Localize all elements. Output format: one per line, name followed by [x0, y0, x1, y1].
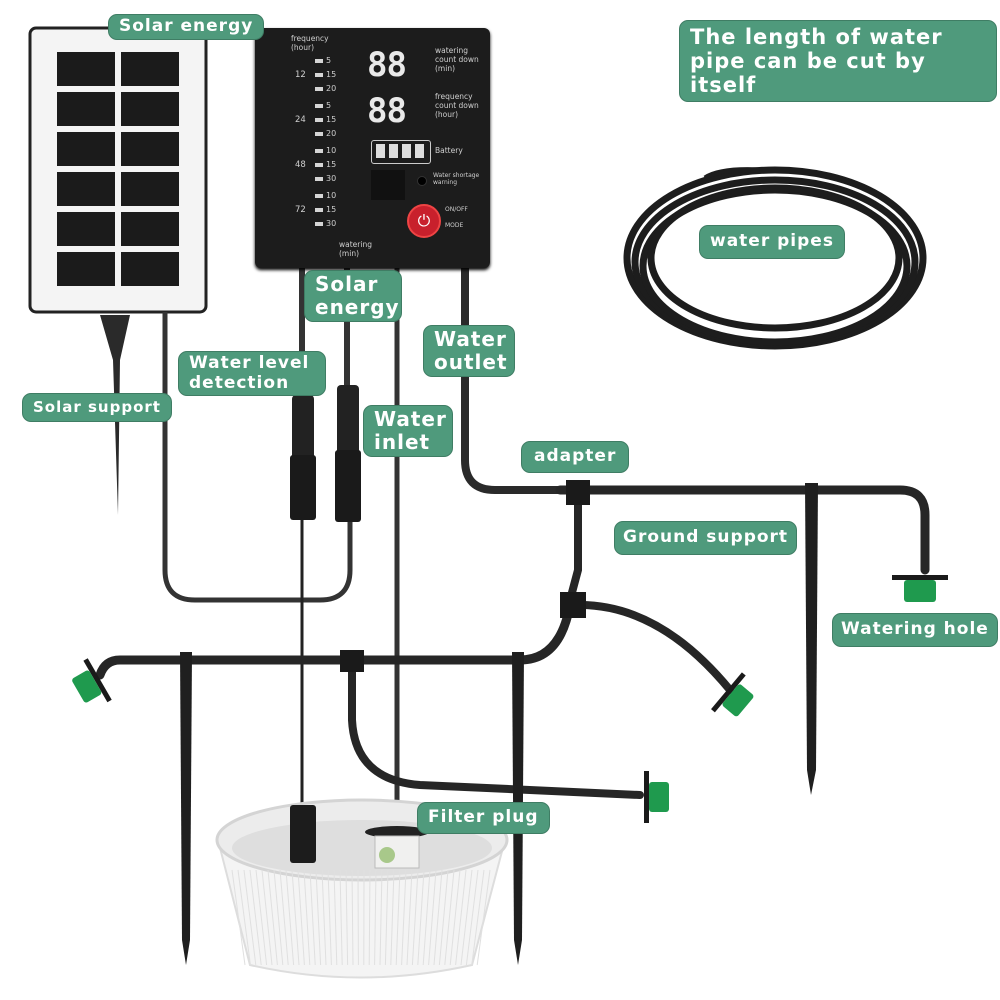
battery-bar — [402, 144, 411, 158]
option-minutes: 30 — [326, 219, 337, 228]
water-shortage-label: Water shortage warning — [433, 172, 480, 187]
option-minutes: 15 — [326, 70, 337, 79]
label-adapter: adapter — [521, 441, 630, 473]
option-minutes: 10 — [326, 146, 337, 155]
label-water-pipes: water pipes — [699, 225, 845, 259]
option-minutes: 15 — [326, 205, 337, 214]
label-ground-support: Ground support — [614, 521, 798, 555]
water-shortage-led — [417, 176, 427, 186]
on-off-label: ON/OFF — [445, 206, 468, 213]
solar-panel — [28, 26, 208, 314]
water-level-sensor — [290, 805, 316, 863]
power-icon: ⏻ — [417, 211, 431, 230]
battery-bar — [376, 144, 385, 158]
solar-cell — [57, 52, 115, 86]
controller-unit: frequency (hour) 88 88 watering count do… — [255, 28, 490, 268]
pipe-note-line-2: pipe can be cut by itself — [690, 49, 926, 98]
label-water-outlet: Water outlet — [423, 325, 515, 377]
solar-cell — [57, 132, 115, 166]
frequency-group-hours: 12 — [295, 70, 306, 80]
option-led — [315, 132, 323, 136]
option-led — [315, 73, 323, 77]
option-led — [315, 208, 323, 212]
water-pipes-coil — [623, 166, 927, 350]
frequency-label: frequency (hour) — [291, 34, 329, 52]
pipe-note-line-1: The length of water — [690, 25, 943, 49]
solar-cell — [57, 172, 115, 206]
solar-cell — [121, 52, 179, 86]
label-watering-hole: Watering hole — [832, 613, 998, 647]
battery-bar — [415, 144, 424, 158]
ground-stakes — [180, 483, 818, 965]
label-pipe-note: The length of water pipe can be cut by i… — [679, 20, 997, 103]
mode-label: MODE — [445, 222, 464, 229]
watering-countdown-display: 88 — [367, 46, 407, 84]
label-water-level-detection: Water level detection — [178, 351, 326, 397]
frequency-group-hours: 24 — [295, 115, 306, 125]
adapter-tee-3 — [340, 650, 364, 672]
solar-cell — [121, 252, 179, 286]
option-led — [315, 177, 323, 181]
option-minutes: 10 — [326, 191, 337, 200]
option-led — [315, 222, 323, 226]
option-minutes: 20 — [326, 84, 337, 93]
solar-cell — [57, 92, 115, 126]
solar-cell — [57, 252, 115, 286]
label-solar-support: Solar support — [22, 393, 172, 423]
power-port — [371, 170, 405, 200]
label-solar-energy: Solar energy — [108, 14, 265, 40]
solar-cell — [121, 172, 179, 206]
option-led — [315, 194, 323, 198]
option-minutes: 5 — [326, 56, 332, 65]
battery-indicator — [371, 140, 431, 164]
option-led — [315, 104, 323, 108]
solar-cell — [121, 132, 179, 166]
option-led — [315, 87, 323, 91]
water-level-connector — [290, 395, 316, 520]
option-led — [315, 149, 323, 153]
frequency-countdown-label: frequency count down (hour) — [435, 92, 479, 119]
label-filter-plug: Filter plug — [417, 802, 550, 834]
solar-cable — [162, 312, 353, 603]
solar-connector — [335, 385, 361, 522]
adapter-tee — [566, 480, 590, 505]
filter-plug — [365, 826, 429, 869]
option-minutes: 20 — [326, 129, 337, 138]
option-minutes: 30 — [326, 174, 337, 183]
option-led — [315, 118, 323, 122]
power-mode-button[interactable]: ⏻ — [407, 204, 441, 238]
frequency-group-hours: 48 — [295, 160, 306, 170]
solar-cell — [121, 92, 179, 126]
label-solar-energy-cable: Solar energy — [304, 270, 402, 322]
label-water-inlet: Water inlet — [363, 405, 453, 457]
watering-label: watering (min) — [339, 240, 372, 258]
battery-bar — [389, 144, 398, 158]
option-minutes: 15 — [326, 115, 337, 124]
watering-countdown-label: watering count down (min) — [435, 46, 479, 73]
option-led — [315, 59, 323, 63]
option-minutes: 5 — [326, 101, 332, 110]
solar-cell — [121, 212, 179, 246]
frequency-group-hours: 72 — [295, 205, 306, 215]
water-outlet-pipe — [461, 268, 560, 494]
battery-label: Battery — [435, 146, 463, 155]
frequency-countdown-display: 88 — [367, 92, 407, 130]
solar-cell — [57, 212, 115, 246]
drippers — [72, 575, 948, 823]
adapter-tee-2 — [560, 592, 586, 618]
option-led — [315, 163, 323, 167]
option-minutes: 15 — [326, 160, 337, 169]
distribution-pipes — [95, 485, 930, 799]
